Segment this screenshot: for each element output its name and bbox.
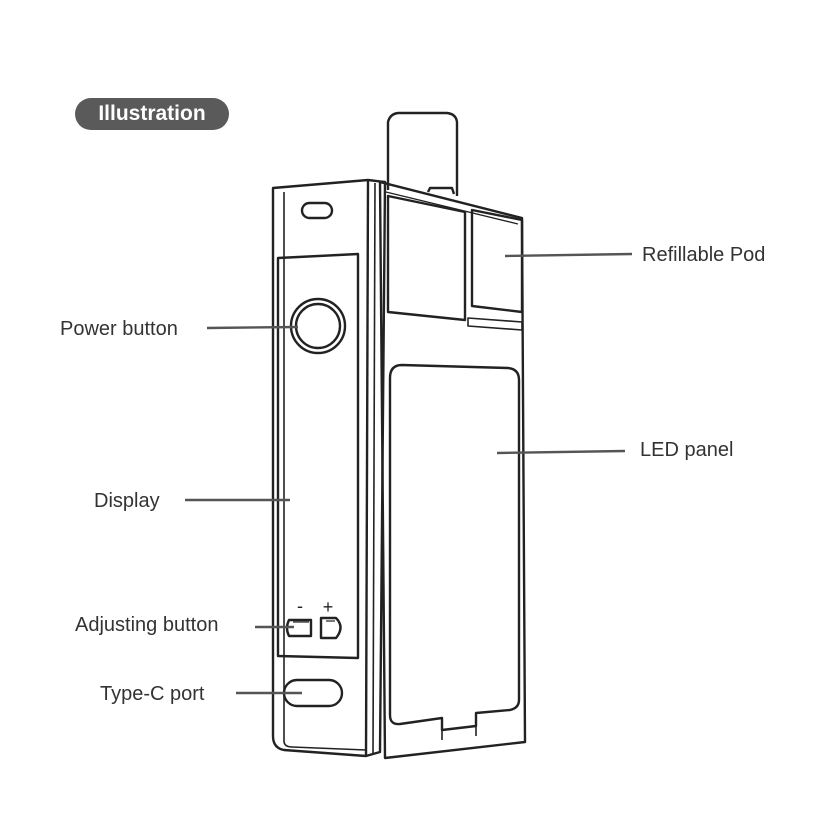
device-side-body — [271, 178, 387, 758]
pod-window-right — [470, 208, 524, 314]
label-refillable-pod: Refillable Pod — [642, 244, 766, 266]
top-slot — [300, 201, 334, 220]
label-power-button: Power button — [60, 318, 178, 340]
leader-led-panel — [496, 449, 626, 455]
label-type-c-port: Type-C port — [100, 683, 205, 705]
plus-button — [319, 616, 342, 640]
leader-power-button — [206, 325, 299, 330]
pod-window-left — [386, 194, 467, 322]
display-area — [276, 252, 360, 660]
minus-symbol: - — [297, 596, 303, 616]
mouthpiece — [386, 111, 459, 196]
device-front-face — [378, 180, 527, 760]
power-button-inner — [294, 302, 342, 350]
illustration-badge: Illustration — [75, 98, 229, 130]
minus-button — [285, 618, 313, 638]
plus-symbol: + — [323, 597, 334, 617]
led-panel-frame — [388, 363, 521, 732]
leader-refillable-pod — [504, 252, 633, 258]
label-adjusting-button: Adjusting button — [75, 614, 219, 636]
label-led-panel: LED panel — [640, 439, 734, 461]
label-display: Display — [94, 490, 160, 512]
power-button-outer — [289, 297, 347, 355]
